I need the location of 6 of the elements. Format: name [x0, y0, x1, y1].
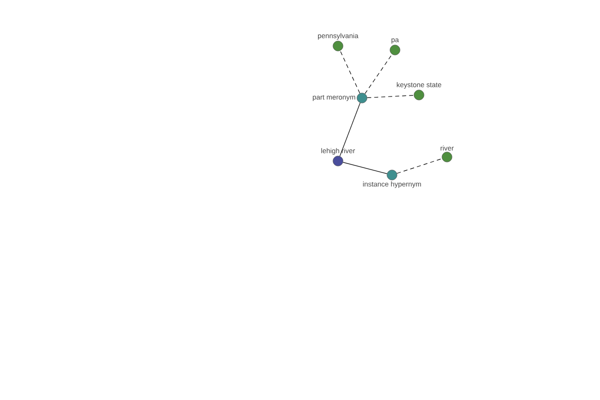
connector-line [342, 162, 388, 174]
connector-line [396, 158, 442, 174]
connector-line [340, 50, 360, 94]
connector-line [364, 54, 392, 94]
connector-line [340, 102, 360, 156]
connector-line [366, 94, 414, 98]
